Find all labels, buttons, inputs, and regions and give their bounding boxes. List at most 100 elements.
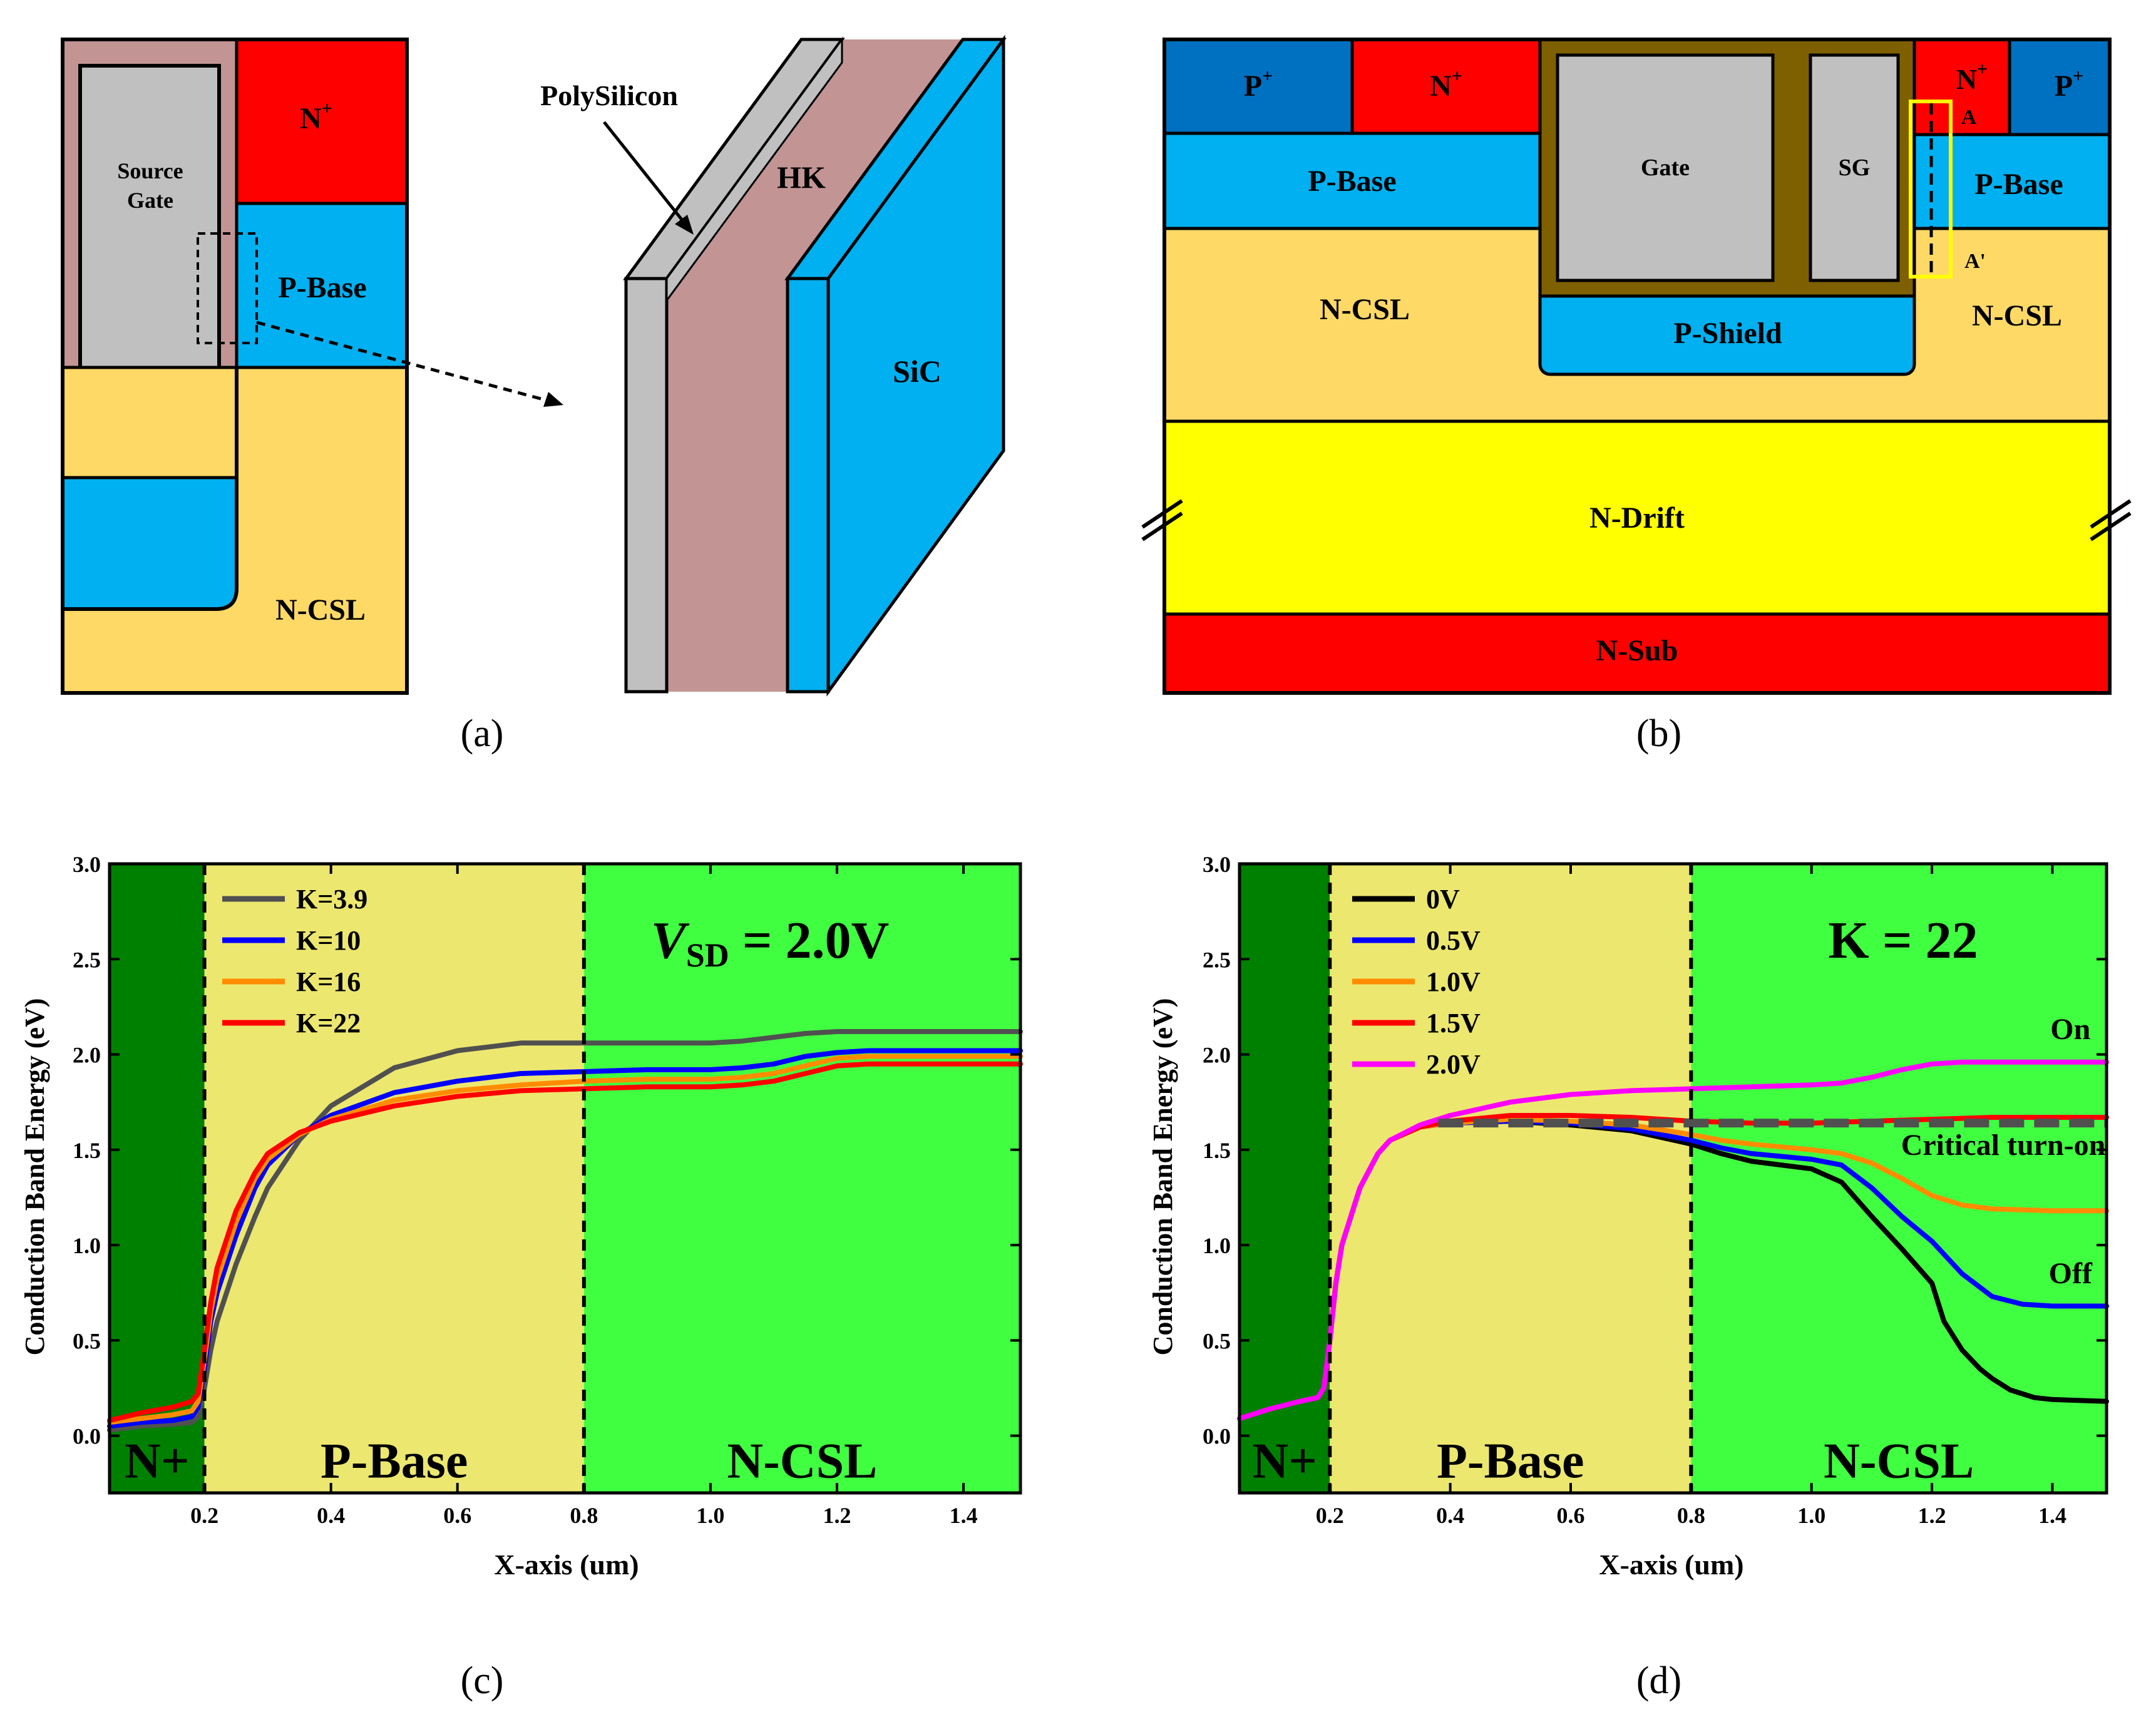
y-tick-label: 3.0: [73, 852, 101, 877]
series-line-5: [1237, 1059, 2109, 1422]
chart-d-xlabel: X-axis (um): [1599, 1549, 1743, 1581]
panel-a: Source Gate N+ P-Base N-CSL PolySilicon …: [61, 34, 1007, 755]
y-tick-label: 0.0: [1203, 1424, 1231, 1449]
p-shield-label: P-Shield: [1673, 317, 1782, 350]
n-plus-region: [235, 38, 409, 205]
sic-slab-side: [826, 34, 1005, 697]
legend-label: 1.5V: [1426, 1008, 1481, 1038]
y-tick-label: 2.5: [1203, 947, 1231, 972]
y-tick-label: 0.0: [73, 1424, 101, 1449]
chart-d-ylabel: Conduction Band Energy (eV): [1147, 998, 1178, 1356]
break-mark-left-2: [1141, 511, 1183, 541]
x-tick-label: 0.6: [1556, 1503, 1584, 1528]
x-tick-label: 0.4: [1436, 1503, 1464, 1528]
legend-label: 2.0V: [1426, 1049, 1481, 1080]
chart-c-ylabel: Conduction Band Energy (eV): [19, 998, 50, 1356]
n-csl-left-label: N-CSL: [1320, 293, 1410, 326]
x-tick-label: 0.2: [1316, 1503, 1344, 1528]
poly-slab-face: [624, 277, 669, 694]
gate-poly: [1556, 53, 1775, 282]
sg-label: SG: [1839, 155, 1871, 181]
y-tick-label: 3.0: [1203, 852, 1231, 877]
chart-c-series: [107, 1029, 1023, 1433]
curve-state-label: On: [2050, 1013, 2090, 1046]
polysilicon-arrow-line: [603, 121, 684, 222]
n-plus-label: N+: [300, 98, 332, 135]
chart-d-yticks: 0.00.51.01.52.02.53.0: [1203, 852, 2107, 1449]
caption-c: (c): [461, 1659, 504, 1702]
chart-c-regions: [110, 864, 1020, 1493]
hk-label: HK: [777, 160, 826, 195]
n-plus-right-label: N+: [1956, 59, 1988, 95]
chart-c-yticks: 0.0 0.5 1.0 1.5 2.0 2.5 3.0: [73, 852, 1020, 1449]
region-label: N-CSL: [727, 1434, 877, 1489]
region-label: N+: [125, 1434, 189, 1489]
y-tick-label: 0.5: [1203, 1328, 1231, 1353]
x-tick-label: 0.8: [570, 1503, 598, 1528]
sg-poly: [1809, 53, 1900, 282]
legend-label: 0V: [1426, 884, 1460, 915]
chart-d-frame: [1238, 862, 2108, 1495]
caption-d: (d): [1636, 1659, 1681, 1702]
chart-d-dividers: [1328, 864, 1693, 1493]
p-base-left-label: P-Base: [1308, 165, 1396, 198]
curve-state-label: Off: [2049, 1257, 2093, 1290]
zoom-arrow-head: [543, 392, 563, 407]
gate-label: Gate: [1641, 155, 1690, 181]
source-gate-label-1: Source: [117, 158, 183, 183]
x-tick-label: 1.4: [950, 1503, 978, 1528]
caption-b: (b): [1636, 712, 1681, 755]
n-csl-border: [63, 367, 239, 611]
hk-slab-front: [667, 39, 963, 279]
break-mark-right-1: [2090, 499, 2132, 529]
y-tick-label: 1.5: [73, 1138, 101, 1163]
region-n-csl-bg: [583, 864, 1020, 1493]
region-label: N-CSL: [1824, 1434, 1974, 1489]
p-base-region: [235, 202, 409, 369]
y-tick-label: 0.5: [73, 1328, 101, 1353]
polysilicon-label: PolySilicon: [540, 79, 678, 111]
chart-d-annotation: K = 22: [1828, 911, 1978, 970]
legend-label: 0.5V: [1426, 925, 1481, 956]
chart-d-critical-label: Critical turn-on: [1901, 1129, 2106, 1162]
cut-line-box: [1909, 100, 1953, 279]
chart-d-legend: 0V0.5V1.0V1.5V2.0V: [1352, 884, 1481, 1080]
a-prime-label: A': [1964, 250, 1986, 273]
y-tick-label: 2.5: [73, 947, 101, 972]
caption-a: (a): [461, 712, 504, 755]
zoom-box: [197, 232, 258, 344]
p-shield-region: [61, 476, 239, 611]
x-tick-label: 1.4: [2038, 1503, 2066, 1528]
n-plus-left-label: N+: [1430, 66, 1462, 103]
series-line-4: [107, 1061, 1023, 1423]
y-tick-label: 2.0: [73, 1043, 101, 1068]
n-csl-right-label: N-CSL: [1972, 299, 2062, 332]
legend-label: K=16: [296, 966, 361, 997]
chart-c-dividers: [202, 864, 586, 1493]
chart-c-legend: K=3.9K=10K=16K=22: [222, 884, 367, 1038]
x-tick-label: 0.8: [1677, 1503, 1705, 1528]
n-csl-label: N-CSL: [275, 593, 366, 627]
region-label: N+: [1252, 1434, 1317, 1489]
y-tick-label: 1.0: [73, 1233, 101, 1258]
chart-c-xlabel: X-axis (um): [494, 1549, 639, 1581]
region-p-base-bg: [204, 864, 584, 1493]
region-n-bg: [110, 864, 205, 1493]
legend-label: K=10: [296, 925, 361, 956]
zoom-arrow-line: [256, 320, 548, 402]
n-drift-label: N-Drift: [1589, 501, 1685, 535]
region-n-bg: [1240, 864, 1330, 1493]
panel-a-frame: [61, 38, 409, 695]
polysilicon-arrow-head: [675, 215, 694, 235]
p-plus-left-label: P+: [1244, 66, 1273, 103]
region-p-base-bg: [1330, 864, 1691, 1493]
sic-label: SiC: [893, 354, 942, 389]
